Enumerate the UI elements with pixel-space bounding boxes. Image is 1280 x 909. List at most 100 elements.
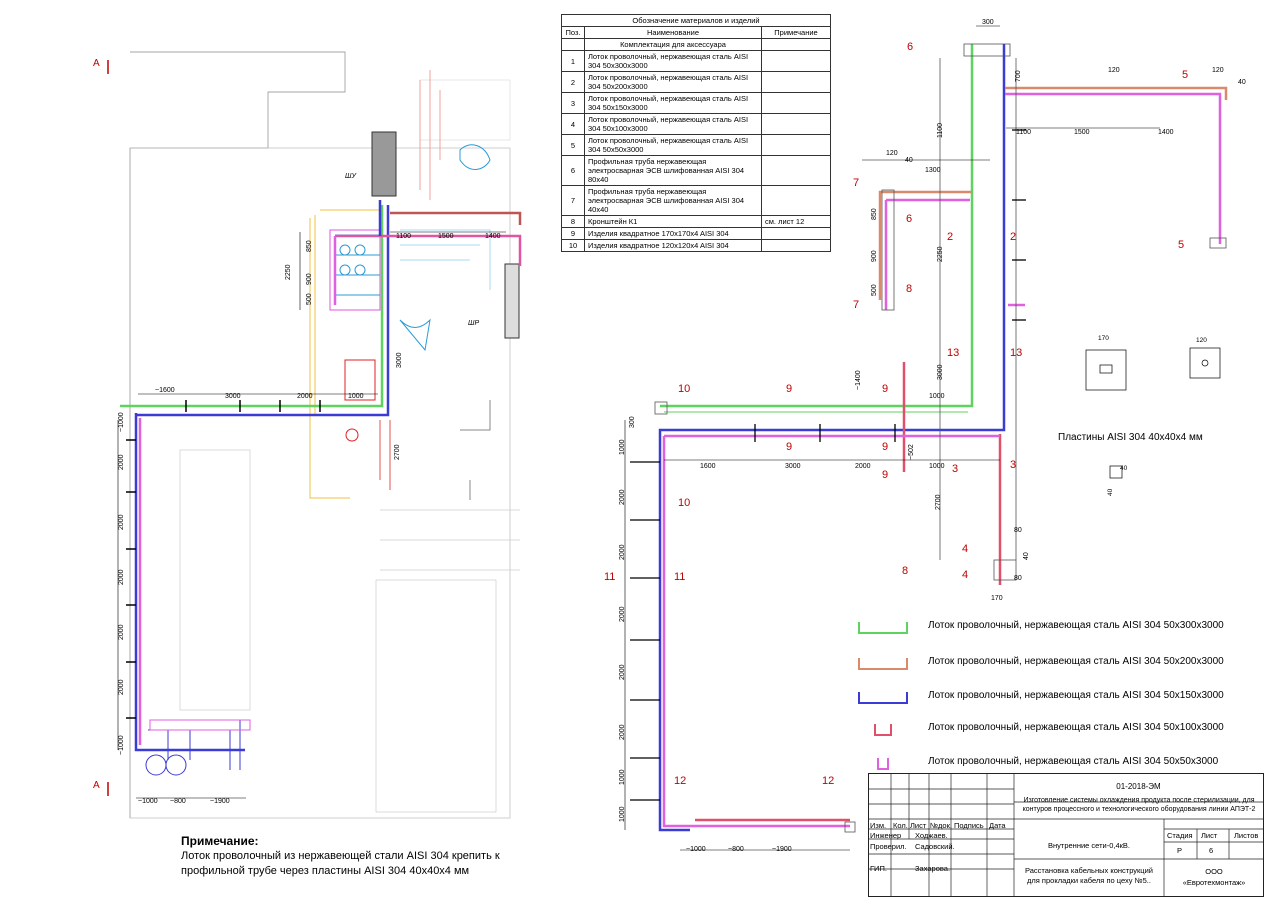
dim-label: 40: [905, 157, 913, 164]
stage-value: Р: [1177, 846, 1183, 855]
dimension-labels-plan: 1100 1500 1400 ~1600 3000 2000 1000 2250…: [118, 233, 501, 805]
col-header-note: Примечание: [761, 26, 831, 39]
svg-text:8: 8: [906, 283, 912, 295]
drawing-subtitle: Внутренние сети-0,4кВ.: [1048, 841, 1130, 850]
header-stage: Стадия: [1167, 831, 1193, 840]
dim-label: 500: [871, 284, 878, 296]
dim-label: 40: [1120, 465, 1128, 472]
header-podp: Подпись: [954, 821, 984, 830]
dim-label: 3000: [937, 364, 944, 380]
header-list: Лист: [910, 821, 927, 830]
dim-label: 500: [306, 293, 313, 305]
dim-label: 1100: [1016, 129, 1031, 136]
dim-label: 2000: [855, 463, 871, 470]
dim-label: ~1400: [855, 370, 862, 390]
name-gip: Захарова.: [915, 864, 951, 873]
tray-symbol-icon: [858, 622, 908, 634]
org-name: «Евротехмонтаж»: [1182, 878, 1246, 887]
dim-label: ~1000: [138, 798, 158, 805]
dim-label: ~1900: [210, 798, 230, 805]
dim-label: 80: [1014, 527, 1022, 534]
dimension-labels-right: 300 1100 1500 1400 120 120 40 1300 120 4…: [619, 19, 1246, 853]
dim-label: 1100: [937, 123, 944, 138]
dim-label: 2000: [297, 393, 313, 400]
tray-symbol-icon: [877, 758, 889, 770]
name-engineer: Ходжаев.: [915, 831, 948, 840]
dimension-lines-right: [624, 25, 1160, 851]
dim-label: 700: [1015, 70, 1022, 82]
svg-text:10: 10: [678, 383, 690, 395]
dim-label: 1000: [619, 439, 626, 455]
dim-label: 3000: [396, 352, 403, 368]
svg-text:5: 5: [1182, 69, 1188, 81]
svg-text:11: 11: [674, 571, 685, 583]
dim-label: 2700: [935, 494, 942, 510]
dim-label: 40: [1107, 488, 1114, 496]
dimension-lines-plan: [117, 231, 506, 799]
dim-label: 1000: [929, 393, 945, 400]
svg-text:13: 13: [1010, 347, 1022, 359]
svg-text:6: 6: [907, 41, 913, 53]
note-line: профильной трубе через пластины AISI 304…: [181, 865, 470, 877]
svg-text:9: 9: [882, 383, 888, 395]
sheet-value: 6: [1209, 846, 1214, 855]
dim-label: 850: [871, 208, 878, 220]
svg-text:12: 12: [822, 775, 834, 787]
dim-label: 2000: [118, 569, 125, 585]
svg-text:4: 4: [962, 569, 968, 581]
svg-text:8: 8: [902, 565, 908, 577]
project-title: Изготовление системы охлаждения продукта…: [1022, 797, 1256, 813]
col-header-pos: Поз.: [561, 26, 585, 39]
plate-detail-dims: 170 120 40 40: [1098, 335, 1207, 496]
floor-plan-left: [129, 51, 520, 819]
dim-label: 120: [1108, 67, 1120, 74]
legend-item: Лоток проволочный, нержавеющая сталь AIS…: [858, 722, 1238, 742]
svg-text:3: 3: [952, 463, 958, 475]
role-engineer: Инженер: [870, 831, 902, 840]
dim-label: 300: [982, 19, 994, 26]
svg-text:2: 2: [947, 231, 953, 243]
svg-text:9: 9: [786, 441, 792, 453]
support-posts-right: [654, 43, 1227, 833]
tray-symbol-icon: [858, 692, 908, 704]
dim-label: 170: [1098, 335, 1109, 342]
dim-label: ~1600: [155, 387, 175, 394]
svg-text:10: 10: [678, 497, 690, 509]
svg-text:5: 5: [1178, 239, 1184, 251]
doc-code: 01-2018-ЭМ: [1116, 782, 1161, 791]
cabinet-label-shr: ШР: [468, 320, 479, 327]
svg-text:6: 6: [906, 213, 912, 225]
dim-label: 1300: [925, 167, 941, 174]
header-izm: Изм.: [870, 821, 887, 830]
dim-label: 1400: [1158, 129, 1174, 136]
dim-label: 2000: [118, 514, 125, 530]
dim-label: 1400: [485, 233, 501, 240]
dim-label: 2700: [394, 444, 401, 460]
dim-label: 1500: [1074, 129, 1090, 136]
legend-item: Лоток проволочный, нержавеющая сталь AIS…: [858, 656, 1238, 676]
dim-label: 1600: [700, 463, 716, 470]
dim-label: 40: [1023, 552, 1030, 560]
plate-details: [1085, 347, 1221, 479]
table-group: Комплектация для аксессуара: [584, 38, 762, 51]
svg-text:13: 13: [947, 347, 959, 359]
legend-label: Лоток проволочный, нержавеющая сталь AIS…: [928, 756, 1219, 767]
org-type: ООО: [1205, 867, 1223, 876]
dim-label: 2000: [118, 679, 125, 695]
dim-label: 2000: [619, 544, 626, 560]
note-line: Лоток проволочный из нержавеющей стали A…: [181, 850, 500, 862]
tray-symbol-icon: [874, 724, 892, 736]
dim-label: 300: [629, 416, 636, 428]
dim-label: 2000: [619, 489, 626, 505]
dim-label: ~1000: [118, 735, 125, 755]
legend-label: Лоток проволочный, нержавеющая сталь AIS…: [928, 620, 1224, 631]
col-header-name: Наименование: [584, 26, 762, 39]
